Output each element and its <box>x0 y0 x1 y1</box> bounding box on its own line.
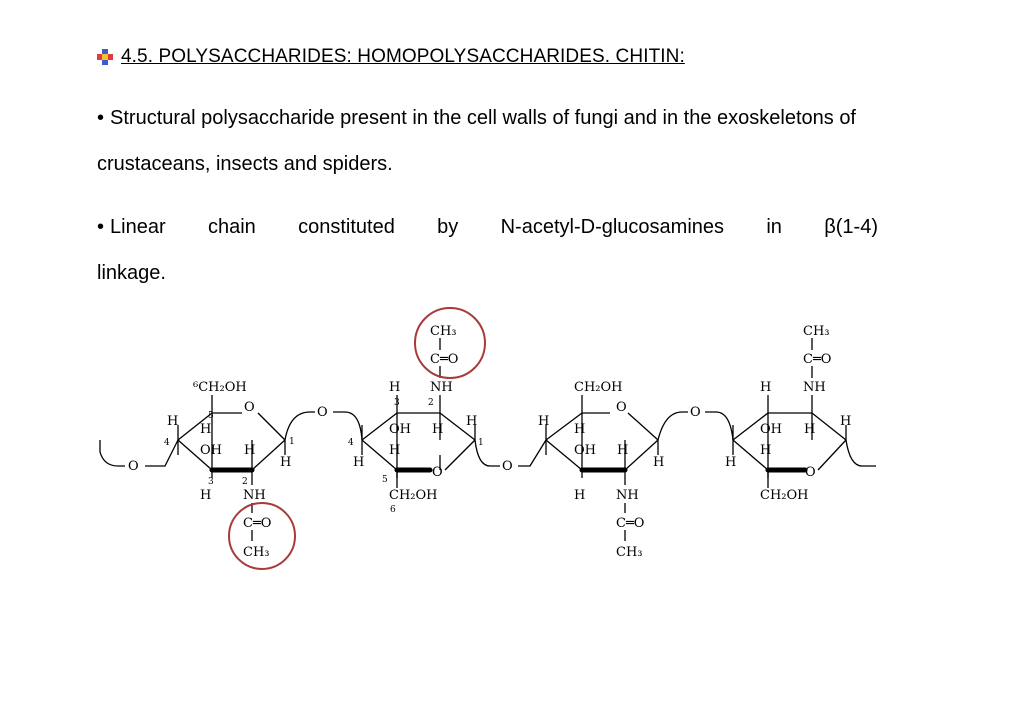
atom-label: H <box>617 443 628 458</box>
atom-label: H <box>200 422 211 437</box>
atom-label: ⁶CH₂OH <box>193 380 247 395</box>
atom-label: H <box>200 488 211 503</box>
paragraph-line: linkage. <box>97 262 166 284</box>
carbon-number: 3 <box>394 398 400 408</box>
atom-label: H <box>760 380 771 395</box>
atom-label: H <box>840 414 851 429</box>
atom-label: H <box>389 380 400 395</box>
atom-label: CH₃ <box>243 545 270 560</box>
atom-label: CH₃ <box>803 324 830 339</box>
word: in <box>766 216 782 238</box>
carbon-number: 4 <box>348 438 354 448</box>
acetyl-highlights <box>228 307 486 570</box>
paragraph-structural: •Structural polysaccharide present in th… <box>97 95 878 187</box>
bullet-flag-icon <box>97 49 113 65</box>
atom-label: H <box>725 455 736 470</box>
atom-label: CH₂OH <box>389 488 438 503</box>
atom-label: O <box>690 405 701 420</box>
atom-label: OH <box>389 422 411 437</box>
atom-label: H <box>466 414 477 429</box>
carbon-number: 6 <box>390 505 396 515</box>
carbon-number: 2 <box>242 477 248 487</box>
atom-label: NH <box>243 488 266 503</box>
atom-label: O <box>432 465 443 480</box>
carbon-number: 1 <box>289 437 295 447</box>
atom-label: H <box>389 443 400 458</box>
bonds <box>99 338 876 541</box>
atom-label: H <box>653 455 664 470</box>
highlight-circle <box>414 307 486 379</box>
atom-label: H <box>280 455 291 470</box>
title-row: 4.5. POLYSACCHARIDES: HOMOPOLYSACCHARIDE… <box>97 46 685 68</box>
atom-labels: O O O O ⁶CH₂OH O H H OH H H H NH C═O CH₃… <box>128 324 851 560</box>
atom-label: C═O <box>243 516 271 531</box>
atom-label: NH <box>430 380 453 395</box>
word: by <box>437 216 459 238</box>
atom-label: O <box>317 405 328 420</box>
atom-label: CH₃ <box>430 324 457 339</box>
bullet: • <box>97 216 105 238</box>
carbon-number: 3 <box>208 477 214 487</box>
carbon-number: 1 <box>478 438 484 448</box>
carbon-number: 5 <box>382 475 388 485</box>
paragraph-text: Structural polysaccharide present in the… <box>97 107 856 175</box>
word: N-acetyl-D-glucosamines <box>500 216 725 238</box>
atom-label: H <box>804 422 815 437</box>
atom-label: O <box>616 400 627 415</box>
carbon-number: 2 <box>428 398 434 408</box>
atom-label: OH <box>200 443 222 458</box>
highlight-circle <box>228 502 296 570</box>
atom-label: H <box>574 422 585 437</box>
atom-label: H <box>244 443 255 458</box>
atom-label: C═O <box>803 352 831 367</box>
page-title: 4.5. POLYSACCHARIDES: HOMOPOLYSACCHARIDE… <box>121 46 685 67</box>
atom-label: O <box>128 459 139 474</box>
atom-label: O <box>502 459 513 474</box>
atom-label: H <box>167 414 178 429</box>
carbon-number: 4 <box>164 438 170 448</box>
atom-label: CH₃ <box>616 545 643 560</box>
atom-label: CH₂OH <box>574 380 623 395</box>
paragraph-linear: •Linear chain constituted by N-acetyl-D-… <box>97 204 878 296</box>
atom-label: OH <box>574 443 596 458</box>
atom-label: O <box>805 465 816 480</box>
atom-label: H <box>432 422 443 437</box>
bullet: • <box>97 107 105 129</box>
word: •Linear <box>97 216 166 238</box>
atom-label: H <box>538 414 549 429</box>
atom-label: H <box>574 488 585 503</box>
atom-label: H <box>760 443 771 458</box>
atom-label: H <box>353 455 364 470</box>
atom-label: NH <box>616 488 639 503</box>
atom-label: C═O <box>616 516 644 531</box>
word: constituted <box>298 216 395 238</box>
atom-label: C═O <box>430 352 458 367</box>
atom-label: CH₂OH <box>760 488 809 503</box>
paragraph-line: •Linear chain constituted by N-acetyl-D-… <box>97 204 878 250</box>
carbon-number: 5 <box>208 411 214 421</box>
atom-label: NH <box>803 380 826 395</box>
atom-label: OH <box>760 422 782 437</box>
word: chain <box>207 216 256 238</box>
atom-label: O <box>244 400 255 415</box>
word: β(1-4) <box>824 216 878 238</box>
